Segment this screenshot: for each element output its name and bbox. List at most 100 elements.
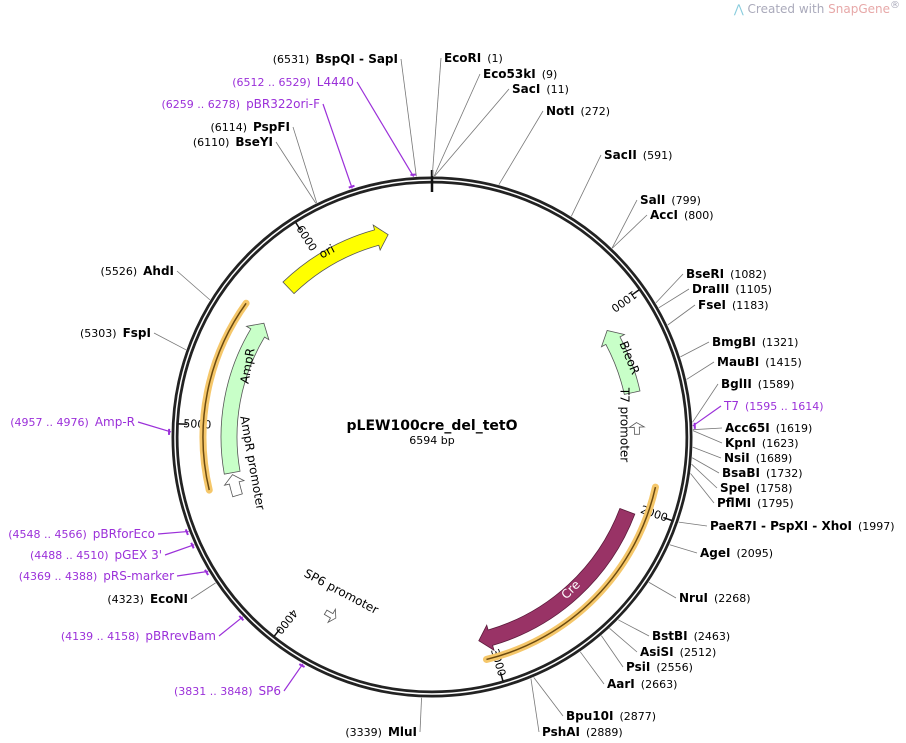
site-name: AarI — [607, 677, 635, 691]
primer-label[interactable]: (4139 .. 4158)pBRrevBam — [55, 629, 216, 644]
site-leader-line — [176, 570, 209, 577]
site-name: EcoRI — [444, 51, 482, 65]
enzyme-site-label[interactable]: BstBI(2463) — [652, 629, 736, 644]
tick-label: 5000 — [183, 417, 212, 431]
site-position: (1183) — [731, 299, 769, 312]
plasmid-size: 6594 bp — [409, 434, 455, 447]
enzyme-site-label[interactable]: Bpu10I(2877) — [566, 709, 662, 724]
enzyme-site-label[interactable]: NsiI(1689) — [724, 451, 798, 466]
enzyme-site-label[interactable]: KpnI(1623) — [725, 436, 804, 451]
enzyme-site-label[interactable]: DraIII(1105) — [692, 282, 778, 297]
enzyme-site-label[interactable]: BseRI(1082) — [686, 267, 773, 282]
plasmid-name: pLEW100cre_del_tetO — [346, 418, 518, 434]
tick-mark — [631, 289, 640, 296]
site-position: (1732) — [766, 467, 803, 480]
primer-binding-mark — [298, 663, 306, 668]
primer-label[interactable]: (4957 .. 4976)Amp-R — [4, 415, 135, 430]
enzyme-site-label[interactable]: SacI(11) — [512, 82, 575, 97]
enzyme-site-label[interactable]: (5526)AhdI — [95, 264, 174, 279]
enzyme-site-label[interactable]: EcoRI(1) — [444, 51, 509, 66]
enzyme-site-label[interactable]: (4323)EcoNI — [101, 592, 188, 607]
feature-label: ori — [317, 242, 337, 262]
primer-label[interactable]: (4369 .. 4388)pRS-marker — [13, 569, 174, 584]
enzyme-site-label[interactable]: SpeI (1758) — [720, 481, 798, 496]
site-position: (1595 .. 1614) — [744, 400, 824, 413]
enzyme-site-label[interactable]: BmgBI(1321) — [712, 335, 804, 350]
site-leader-line — [292, 126, 318, 203]
snapgene-credit: ⋀ Created with SnapGene® — [733, 0, 900, 16]
site-position: (1105) — [735, 283, 772, 296]
primer-label[interactable]: (4548 .. 4566)pBRforEco — [2, 527, 155, 542]
primer-label[interactable]: (6259 .. 6278)pBR322ori-F — [156, 97, 321, 112]
site-leader-line — [218, 616, 244, 637]
enzyme-site-label[interactable]: (6110)BseYI — [187, 135, 273, 150]
site-name: BglII — [721, 377, 752, 391]
site-leader-line — [690, 473, 715, 504]
feature-ori-arrow — [282, 224, 389, 295]
site-leader-line — [570, 154, 602, 217]
site-leader-line — [692, 427, 723, 431]
site-name: PshAI — [542, 725, 581, 739]
site-position: (1758) — [755, 482, 793, 495]
site-position: (2556) — [656, 661, 693, 674]
enzyme-site-label[interactable]: SalI(799) — [640, 193, 707, 208]
site-name: NotI — [546, 104, 575, 118]
site-name: AhdI — [143, 264, 174, 278]
site-position: (591) — [642, 149, 673, 162]
enzyme-site-label[interactable]: NotI(272) — [546, 104, 616, 119]
site-leader-line — [691, 463, 718, 489]
site-leader-line — [579, 651, 605, 685]
site-name: NruI — [679, 591, 708, 605]
primer-label[interactable]: (3831 .. 3848)SP6 — [168, 684, 281, 699]
enzyme-site-label[interactable]: FseI(1183) — [698, 298, 775, 313]
primer-label[interactable]: T7(1595 .. 1614) — [724, 399, 830, 414]
primer-label[interactable]: (4488 .. 4510)pGEX 3' — [24, 548, 162, 563]
enzyme-site-label[interactable]: (6531)BspQI - SapI — [267, 52, 398, 67]
enzyme-site-label[interactable]: PaeR7I - PspXI - XhoI(1997) — [710, 519, 901, 534]
site-leader-line — [275, 141, 317, 204]
primer-binding-mark — [184, 528, 189, 536]
site-leader-line — [609, 628, 638, 653]
tick-label: 1000 — [609, 288, 639, 315]
site-name: Amp-R — [94, 415, 135, 429]
site-leader-line — [667, 304, 696, 326]
enzyme-site-label[interactable]: BglII(1589) — [721, 377, 800, 392]
enzyme-site-label[interactable]: PsiI(2556) — [626, 660, 699, 675]
enzyme-site-label[interactable]: NruI (2268) — [679, 591, 757, 606]
enzyme-site-label[interactable]: BsaBI(1732) — [722, 466, 809, 481]
enzyme-site-label[interactable]: (5303)FspI — [74, 326, 151, 341]
enzyme-site-label[interactable]: Acc65I(1619) — [725, 421, 818, 436]
site-leader-line — [658, 288, 690, 309]
site-leader-line — [669, 544, 698, 554]
primer-label[interactable]: (6512 .. 6529)L4440 — [226, 75, 354, 90]
site-leader-line — [190, 582, 216, 600]
site-leader-line — [692, 446, 722, 459]
site-position: (6512 .. 6529) — [232, 76, 311, 89]
site-position: (1689) — [755, 452, 793, 465]
primer-binding-mark — [238, 615, 245, 622]
enzyme-site-label[interactable]: Eco53kI(9) — [483, 67, 563, 82]
enzyme-site-label[interactable]: SacII(591) — [604, 148, 678, 163]
enzyme-site-label[interactable]: PflMI(1795) — [717, 496, 800, 511]
site-name: BmgBI — [712, 335, 756, 349]
enzyme-site-label[interactable]: PshAI(2889) — [542, 725, 629, 740]
site-leader-line — [434, 88, 510, 177]
site-name: SpeI — [720, 481, 750, 495]
site-position: (2268) — [713, 592, 751, 605]
enzyme-site-label[interactable]: MauBI(1415) — [717, 355, 808, 370]
site-name: Acc65I — [725, 421, 770, 435]
enzyme-site-label[interactable]: AccI(800) — [650, 208, 720, 223]
site-leader-line — [686, 361, 715, 380]
enzyme-site-label[interactable]: AarI(2663) — [607, 677, 683, 692]
plasmid-title: pLEW100cre_del_tetO 6594 bp — [347, 418, 518, 447]
site-position: (1082) — [730, 268, 767, 281]
enzyme-site-label[interactable]: AsiSI(2512) — [640, 645, 722, 660]
enzyme-site-label[interactable]: AgeI(2095) — [700, 546, 779, 561]
enzyme-site-label[interactable]: (6114)PspFI — [204, 120, 290, 135]
feature-label: T7 promoter — [618, 387, 632, 463]
site-name: FspI — [122, 326, 151, 340]
site-leader-line — [431, 57, 442, 177]
enzyme-site-label[interactable]: (3339)MluI — [339, 725, 417, 740]
site-position: (6259 .. 6278) — [161, 98, 241, 111]
